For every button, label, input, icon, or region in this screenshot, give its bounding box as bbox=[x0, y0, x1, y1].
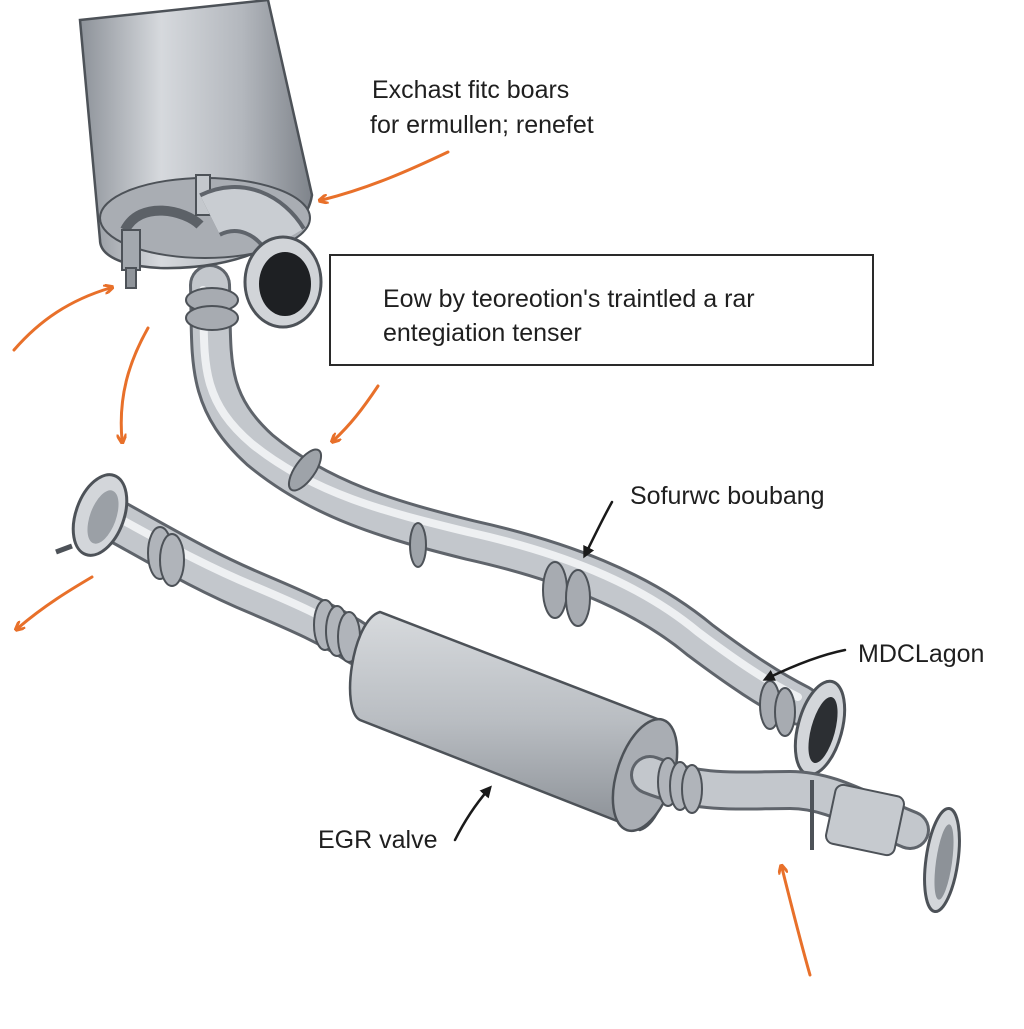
orange-arrow-top-right bbox=[322, 150, 450, 200]
note-top-line-1: Exchast fitc boars bbox=[372, 76, 570, 104]
black-arrow-sofurwc bbox=[583, 500, 614, 559]
note-top-line-2: for ermullen; renefet bbox=[370, 111, 594, 139]
black-arrow-mdclagon bbox=[762, 648, 847, 681]
callout-line-1: Eow by teoreotion's traintled a rar bbox=[383, 285, 755, 313]
callout-line-2: entegiation tenser bbox=[383, 319, 582, 347]
orange-arrow-left-lower bbox=[18, 575, 94, 628]
label-egr-valve: EGR valve bbox=[318, 826, 438, 854]
upper-pipe bbox=[185, 264, 847, 777]
flow-arrows bbox=[12, 150, 812, 977]
orange-arrow-mid bbox=[334, 384, 380, 440]
orange-arrow-bottom-right bbox=[782, 868, 812, 977]
black-arrow-egr bbox=[453, 785, 492, 842]
pointer-arrows bbox=[453, 500, 847, 842]
orange-arrow-left-upper bbox=[12, 288, 110, 352]
top-drum bbox=[78, 0, 323, 329]
label-mdclagon: MDCLagon bbox=[858, 640, 985, 668]
lower-pipe bbox=[55, 473, 961, 914]
orange-arrow-left-down bbox=[121, 326, 150, 440]
label-sofurwc: Sofurwc boubang bbox=[630, 482, 825, 510]
callout-box: Eow by teoreotion's traintled a rar ente… bbox=[329, 254, 874, 366]
